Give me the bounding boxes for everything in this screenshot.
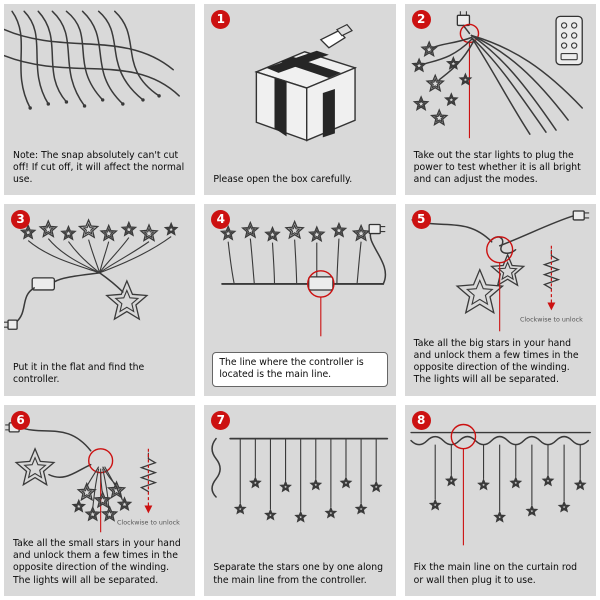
step-number-badge: 8 — [411, 410, 431, 430]
curtain-lights-icon — [211, 437, 389, 522]
unlock-note-label: Clockwise to unlock — [117, 519, 180, 526]
step-caption: Take all the small stars in your hand an… — [13, 537, 181, 586]
unwind-small-stars-illustration: Clockwise to unlock — [4, 405, 195, 536]
power-plug-icon — [456, 11, 470, 27]
box-icon — [254, 23, 358, 142]
power-plug-icon — [572, 210, 589, 221]
step-caption: Fix the main line on the curtain rod or … — [413, 562, 578, 586]
star-bundle-illustration — [405, 4, 596, 148]
main-line-illustration — [204, 204, 395, 352]
step-caption: Take all the big stars in your hand and … — [413, 337, 579, 386]
panel-step-5: 5 Clockwise to unlo — [404, 204, 596, 396]
unlock-note-label: Clockwise to unlock — [520, 317, 583, 324]
panel-step-4: 4 — [204, 204, 396, 396]
power-plug-icon — [4, 319, 18, 331]
step-caption: Take out the star lights to plug the pow… — [413, 149, 581, 186]
curtain-rod-icon — [409, 423, 591, 545]
unwind-big-stars-illustration: Clockwise to unlock — [405, 204, 596, 335]
step-number-badge: 1 — [211, 10, 231, 29]
highlight-circle — [450, 423, 476, 450]
step-number-badge: 7 — [211, 410, 231, 430]
panel-step-7: 7 Separate the sta — [204, 404, 396, 596]
step-number-badge: 2 — [411, 10, 431, 29]
curtain-fixed-illustration: 8 — [405, 405, 596, 561]
step-number-badge: 6 — [11, 410, 30, 430]
star-bundle-icon — [412, 11, 583, 139]
remote-control-icon — [555, 15, 583, 66]
main-line-icon — [221, 221, 387, 337]
controller-box-icon — [308, 276, 334, 291]
curtain-separate-illustration: 7 — [204, 405, 395, 561]
step-number-badge: 5 — [411, 210, 431, 230]
cutter-knife-icon — [320, 23, 354, 49]
find-controller-illustration — [4, 204, 195, 360]
step-caption: Separate the stars one by one along the … — [213, 562, 384, 586]
open-box-illustration — [204, 4, 395, 172]
step-caption: The line where the controller is located… — [212, 352, 388, 387]
step-number-badge: 4 — [211, 210, 231, 230]
highlight-circle — [485, 236, 513, 264]
step-caption: Put it in the flat and find the controll… — [13, 362, 145, 386]
step-caption: Note: The snap absolutely can't cut off!… — [13, 149, 185, 186]
panel-step-3: 3 — [4, 204, 196, 396]
panel-step-6: 6 — [4, 404, 196, 596]
controller-box-icon — [31, 277, 56, 291]
tangled-wires-icon — [4, 10, 180, 110]
step-caption: Please open the box carefully. — [213, 174, 353, 186]
tangled-wires-illustration — [4, 4, 195, 148]
panel-step-8: 8 Fix the — [404, 404, 596, 596]
panel-note: Note: The snap absolutely can't cut off!… — [4, 4, 196, 196]
stars-controller-icon — [4, 219, 178, 331]
unwind-big-stars-icon: Clockwise to unlock — [411, 210, 589, 332]
panel-step-1: 1 Please open the box carefully. — [204, 4, 396, 196]
unwind-small-stars-icon: Clockwise to unlock — [5, 421, 180, 532]
panel-step-2: 2 — [404, 4, 596, 196]
step-number-badge: 3 — [11, 210, 30, 230]
power-plug-icon — [368, 224, 386, 235]
